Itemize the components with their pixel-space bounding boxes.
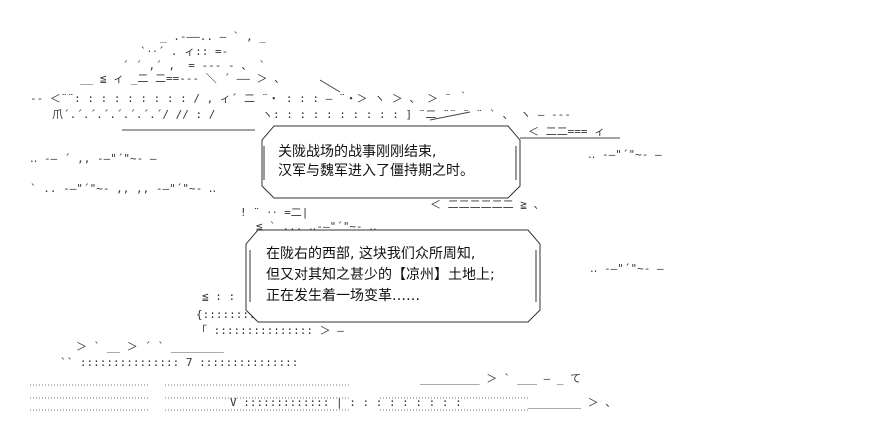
ascii-art-line: ＜ 二二=== ィ	[528, 125, 606, 138]
ascii-art-line: 爪´.´.´.´.´.´.´.´/ // : /	[52, 108, 216, 121]
dialogue-box-1-line-2: 汉军与魏军进入了僵持期之时。	[278, 163, 474, 179]
dialogue-box-2-line-2: 但又对其知之甚少的【凉州】土地上;	[266, 267, 495, 283]
ascii-art-line: ________ ＞ 、	[528, 396, 617, 409]
ascii-art-line: _________ ＞ ` ___ — _ て	[420, 372, 582, 385]
ascii-art-line: `` ::::::::::::::: 7 :::::::::::::::	[60, 356, 299, 369]
ascii-art-line: _ .-——.. — ` , _	[160, 30, 266, 43]
ascii-art-line: ≦ : :	[202, 290, 236, 303]
ascii-art-line: ‥ -—"´"~- —	[590, 262, 664, 275]
dialogue-box-2-line-1: 在陇右的西部, 这块我们众所周知,	[266, 246, 476, 262]
ascii-art-line: ‥ -— ´ ,, -—"´"~- —	[30, 152, 157, 165]
ascii-art-line: ` .. -—"´"~- ,, ,, -—"´"~- ‥	[30, 182, 217, 195]
dialogue-box-2-line-3: 正在发生着一场变革……	[266, 288, 420, 304]
ascii-art-line: ヽ: : : : : : : : : : ] ¨二 ¨¨ ¨ ¨ ` 、 ヽ —…	[262, 108, 571, 121]
ascii-art-line: ! ¨ ‥ =二|	[240, 206, 309, 219]
ascii-art-line: 「 ::::::::::::::: ＞ —	[196, 324, 344, 337]
dialogue-box-1-line-1: 关陇战场的战事刚刚结束,	[278, 144, 437, 160]
ascii-art-line: __ ≦ ィ _二 二==--- ＼ ´ —— ＞ 、	[80, 72, 286, 85]
ascii-art-line: ＞ ` __ ＞ ´ ` ________	[76, 340, 224, 353]
ascii-art-line: ＜ 二二二二二二 ≧ 、	[430, 198, 545, 211]
ascii-art-line: ‥ -—"´"~- —	[588, 148, 662, 161]
ascii-art-line: `‥´ . ィ:: =-	[140, 45, 229, 58]
ascii-art-line: -- ＜¨¨: : : : : : : : : / , ィ´ 二 ¨・ : : …	[30, 92, 469, 105]
ascii-art-line: V ::::::::::::: | : : : : : : : : :	[230, 396, 462, 409]
ascii-art-line: ´ ´ ,´ , = --- - 、 `	[122, 59, 266, 72]
